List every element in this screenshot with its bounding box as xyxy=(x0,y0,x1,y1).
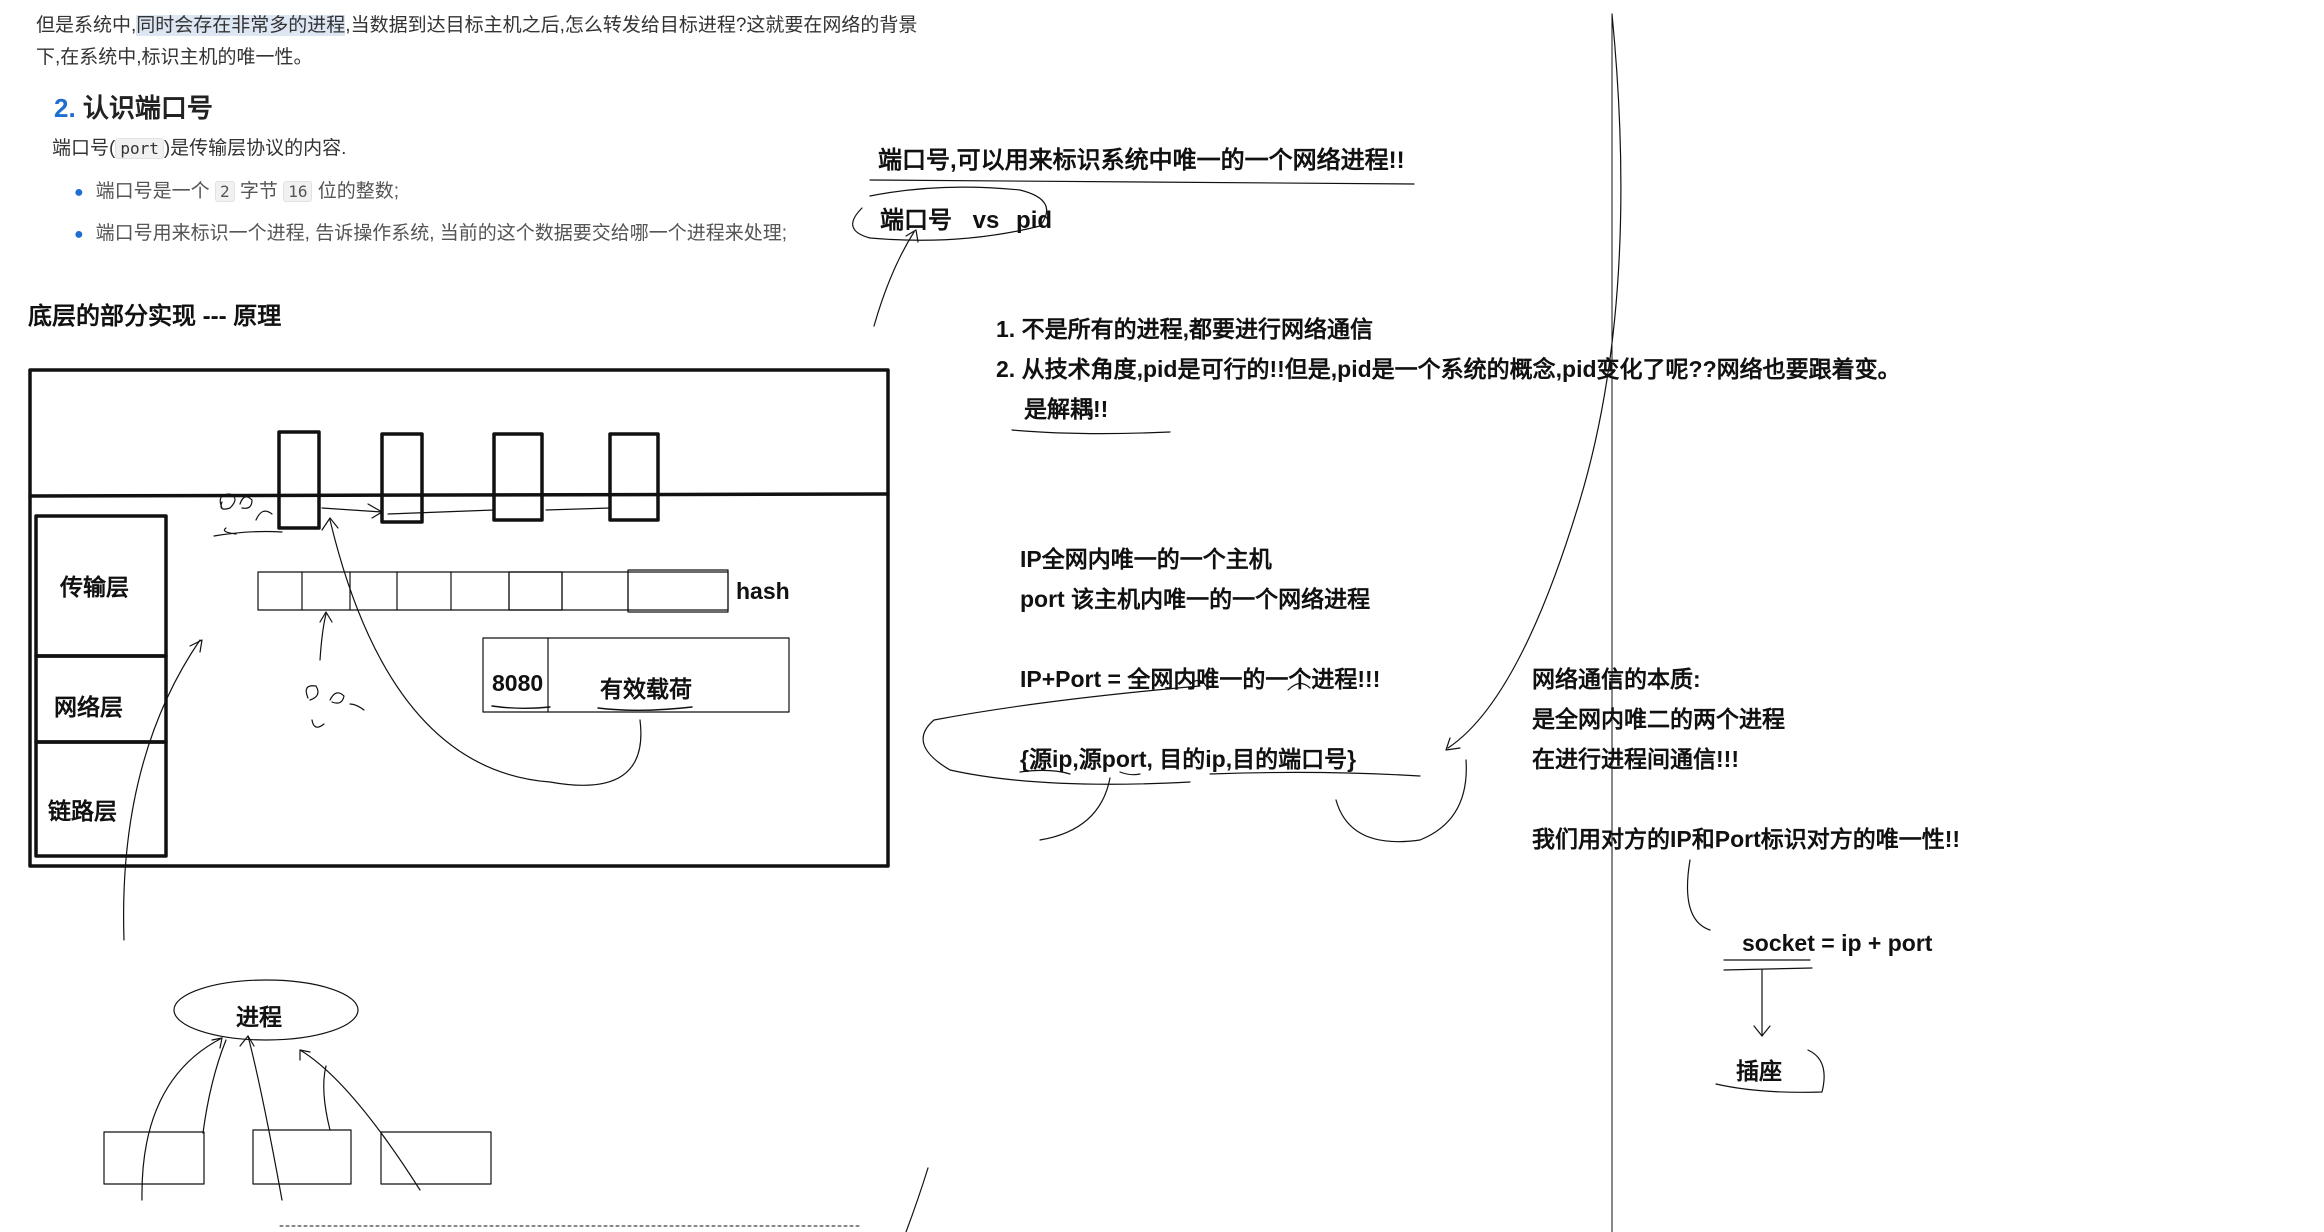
scribble-icons xyxy=(213,493,365,728)
process-box-1 xyxy=(277,430,321,530)
reason-1-note: 1. 不是所有的进程,都要进行网络通信 xyxy=(996,316,1373,342)
payload-underline xyxy=(597,706,693,711)
port-vs-arrow xyxy=(873,231,915,327)
child-box-3 xyxy=(380,1131,492,1185)
socket-chinese-note: 插座 xyxy=(1736,1058,1782,1084)
process-box-3 xyxy=(492,432,544,522)
process-ellipse xyxy=(173,979,359,1041)
intro-pre: 端口号( xyxy=(52,138,116,159)
process-label: 进程 xyxy=(236,1004,282,1030)
link-layer-label: 链路层 xyxy=(48,798,117,824)
flow-arrows xyxy=(123,503,642,941)
bullet1-pre: 端口号是一个 xyxy=(95,181,210,202)
child-box-1 xyxy=(103,1131,205,1185)
bottom-impl-note: 底层的部分实现 --- 原理 xyxy=(28,303,282,330)
child-arrows xyxy=(141,1035,421,1201)
bullet1-post: 位的整数; xyxy=(317,181,400,202)
packet-box xyxy=(482,637,790,713)
port-8080-label: 8080 xyxy=(492,670,544,696)
quad-arrow-left xyxy=(1039,777,1111,841)
quad-tuple-note: {源ip,源port, 目的ip,目的端口号} xyxy=(1020,746,1357,772)
port-vs-circle xyxy=(852,186,1048,241)
para-pre: 但是系统中, xyxy=(36,15,137,36)
right-scribbles xyxy=(279,13,1825,1232)
bullet1-code1: 2 xyxy=(214,181,235,202)
heading-number: 2. xyxy=(54,93,76,123)
transport-layer-label: 传输层 xyxy=(60,574,129,600)
port-unique-host-note: port 该主机内唯一的一个网络进程 xyxy=(1020,586,1371,612)
bullet-dot-icon: ● xyxy=(74,226,84,243)
decouple-underline xyxy=(1011,429,1171,435)
payload-label: 有效载荷 xyxy=(600,676,692,702)
para-highlight: 同时会存在非常多的进程 xyxy=(136,15,346,36)
para-post: ,当数据到达目标主机之后,怎么转发给目标进程?这就要在网络的背景 xyxy=(345,15,918,36)
user-kernel-divider xyxy=(28,492,890,498)
essence-line-3: 在进行进程间通信!!! xyxy=(1532,746,1739,772)
socket-note: socket = ip + port xyxy=(1742,930,1933,956)
port-unique-note: 端口号,可以用来标识系统中唯一的一个网络进程!! xyxy=(878,147,1405,174)
bullet1-code2: 16 xyxy=(283,181,313,202)
reason-2-note: 2. 从技术角度,pid是可行的!!但是,pid是一个系统的概念,pid变化了呢… xyxy=(996,356,1901,382)
port-underline xyxy=(491,705,551,709)
network-layer-box xyxy=(34,654,168,744)
doc-paragraph-line2: 下,在系统中,标识主机的唯一性。 xyxy=(36,47,313,68)
bullet2-text: 端口号用来标识一个进程, 告诉操作系统, 当前的这个数据要交给哪一个进程来处理; xyxy=(95,223,788,244)
intro-post: )是传输层协议的内容. xyxy=(163,138,347,159)
decouple-note: 是解耦!! xyxy=(1024,396,1109,422)
transport-layer-box xyxy=(34,514,168,658)
bullet-dot-icon: ● xyxy=(74,184,84,201)
essence-line-4: 我们用对方的IP和Port标识对方的唯一性!! xyxy=(1532,826,1961,852)
intro-line: 端口号(port)是传输层协议的内容. xyxy=(52,133,346,165)
long-curve-arrow xyxy=(1447,13,1622,749)
socket-arrow-curve xyxy=(1686,859,1711,931)
quad-bracket-curve xyxy=(922,685,1201,785)
bullet1-mid: 字节 xyxy=(239,181,278,202)
hash-label: hash xyxy=(736,578,790,604)
socket-underline xyxy=(1723,959,1813,971)
essence-line-1: 网络通信的本质: xyxy=(1532,666,1701,692)
ip-port-note: IP+Port = 全网内唯一的一个进程!!! xyxy=(1020,666,1381,692)
section-heading: 2. 认识端口号 xyxy=(54,88,213,125)
process-box-4 xyxy=(608,432,660,522)
bottom-stroke xyxy=(905,1167,929,1232)
port-note-underline xyxy=(869,179,1415,185)
ip-unique-note: IP全网内唯一的一个主机 xyxy=(1020,546,1272,572)
intro-code: port xyxy=(115,138,164,159)
bullet-item-2: ● 端口号用来标识一个进程, 告诉操作系统, 当前的这个数据要交给哪一个进程来处理… xyxy=(74,218,787,245)
process-box-2 xyxy=(380,432,424,524)
heading-text: 认识端口号 xyxy=(82,93,213,123)
bullet-item-1: ● 端口号是一个 2 字节 16 位的整数; xyxy=(74,176,399,203)
vs-word: vs xyxy=(972,207,1000,234)
essence-line-2: 是全网内唯二的两个进程 xyxy=(1532,706,1785,732)
doc-paragraph-line1: 但是系统中,同时会存在非常多的进程,当数据到达目标主机之后,怎么转发给目标进程?… xyxy=(36,10,917,42)
link-layer-box xyxy=(34,740,168,858)
child-box-2 xyxy=(252,1129,352,1185)
socket-cn-circle xyxy=(1715,1049,1825,1093)
hash-slot-end xyxy=(627,569,729,613)
hash-table xyxy=(257,571,729,611)
os-kernel-box xyxy=(28,368,890,868)
hash-slot-highlight xyxy=(508,571,563,611)
network-layer-label: 网络层 xyxy=(54,694,123,720)
